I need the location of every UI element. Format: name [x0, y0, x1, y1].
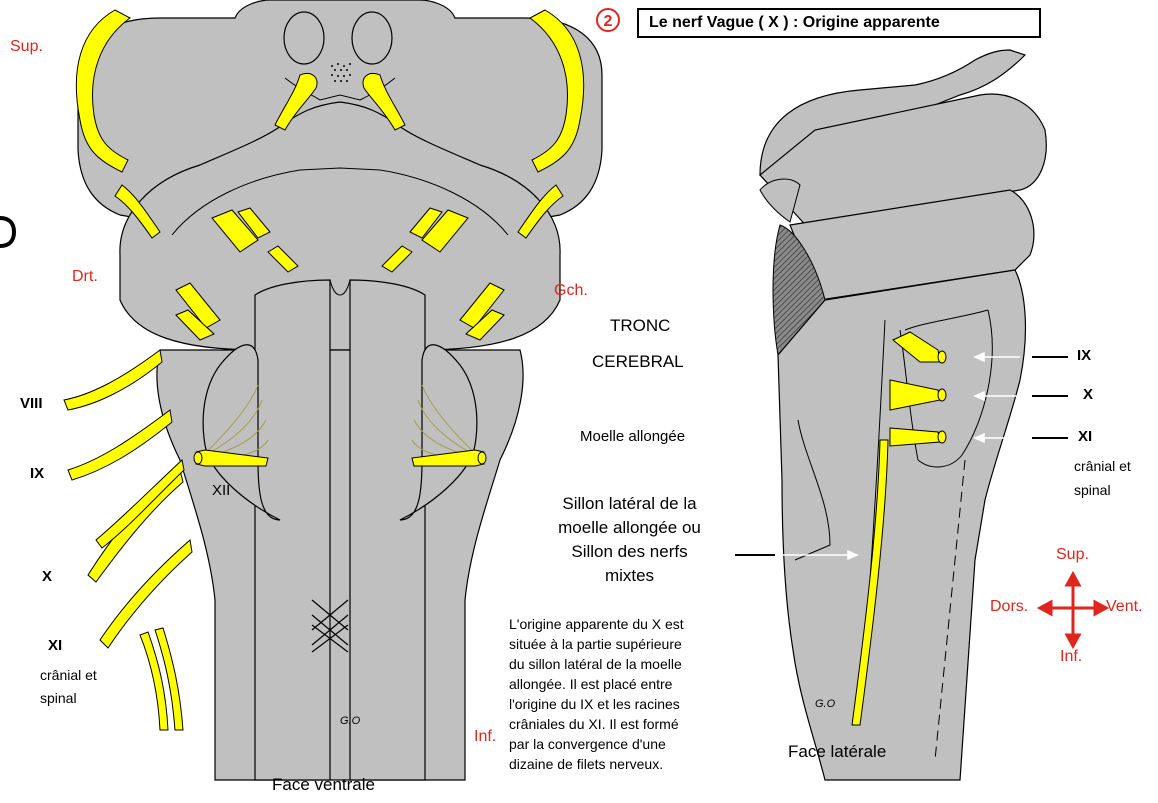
lateral-label-xi: XI — [1078, 428, 1092, 445]
orientation-gch-label: Gch. — [554, 282, 588, 300]
orientation-compass — [1040, 574, 1106, 646]
mammillary-body-left — [284, 12, 324, 64]
sillon-line: mixtes — [522, 564, 737, 588]
lateral-label-ix: IX — [1077, 347, 1091, 364]
paragraph-line: L'origine apparente du X est — [509, 614, 769, 634]
caption-face-laterale: Face latérale — [788, 742, 886, 762]
compass-inf-label: Inf. — [1060, 648, 1082, 666]
label-moelle-allongee: Moelle allongée — [580, 428, 685, 445]
lateral-xi-note-line-2: spinal — [1074, 482, 1111, 498]
orientation-inf-label: Inf. — [474, 728, 496, 746]
lateral-xi-note-line-1: crânial et — [1074, 458, 1131, 474]
figure-number-badge: 2 — [596, 8, 620, 32]
paragraph-line: crâniales du XI. Il est formé — [509, 714, 769, 734]
figure-title: Le nerf Vague ( X ) : Origine apparente — [637, 8, 1041, 38]
nerve-xi-note-line-1: crânial et — [40, 667, 97, 683]
description-paragraph: L'origine apparente du X est située à la… — [509, 614, 769, 774]
signature-left: G.O — [340, 715, 360, 727]
pyramid-left — [350, 280, 425, 780]
caption-face-ventrale: Face ventrale — [272, 775, 375, 795]
sillon-line: Sillon des nerfs — [522, 540, 737, 564]
sillon-line: moelle allongée ou — [522, 516, 737, 540]
nerve-xi-note-line-2: spinal — [40, 690, 77, 706]
compass-sup-label: Sup. — [1056, 546, 1089, 564]
nerve-label-ix: IX — [30, 465, 44, 482]
paragraph-line: du sillon latéral de la moelle — [509, 654, 769, 674]
signature-right: G.O — [815, 698, 835, 710]
pyramid-right — [255, 280, 330, 780]
lateral-view — [735, 50, 1106, 780]
compass-dors-label: Dors. — [990, 598, 1028, 616]
nerve-label-xii: XII — [212, 482, 230, 499]
lateral-label-x: X — [1083, 386, 1093, 403]
orientation-drt-label: Drt. — [72, 268, 98, 286]
nerve-label-x: X — [42, 568, 52, 585]
orientation-sup-label: Sup. — [10, 38, 43, 56]
paragraph-line: dizaine de filets nerveux. — [509, 754, 769, 774]
label-sillon-lateral: Sillon latéral de la moelle allongée ou … — [522, 492, 737, 588]
paragraph-line: l'origine du IX et les racines — [509, 694, 769, 714]
mammillary-body-right — [352, 12, 392, 64]
nerve-label-xi: XI — [48, 637, 62, 654]
label-cerebral: CEREBRAL — [592, 352, 684, 372]
label-tronc: TRONC — [610, 316, 670, 336]
paragraph-line: allongée. Il est placé entre — [509, 674, 769, 694]
nerve-label-viii: VIII — [20, 395, 43, 412]
compass-vent-label: Vent. — [1106, 598, 1142, 616]
paragraph-line: par la convergence d'une — [509, 734, 769, 754]
paragraph-line: située à la partie supérieure — [509, 634, 769, 654]
sillon-line: Sillon latéral de la — [522, 492, 737, 516]
